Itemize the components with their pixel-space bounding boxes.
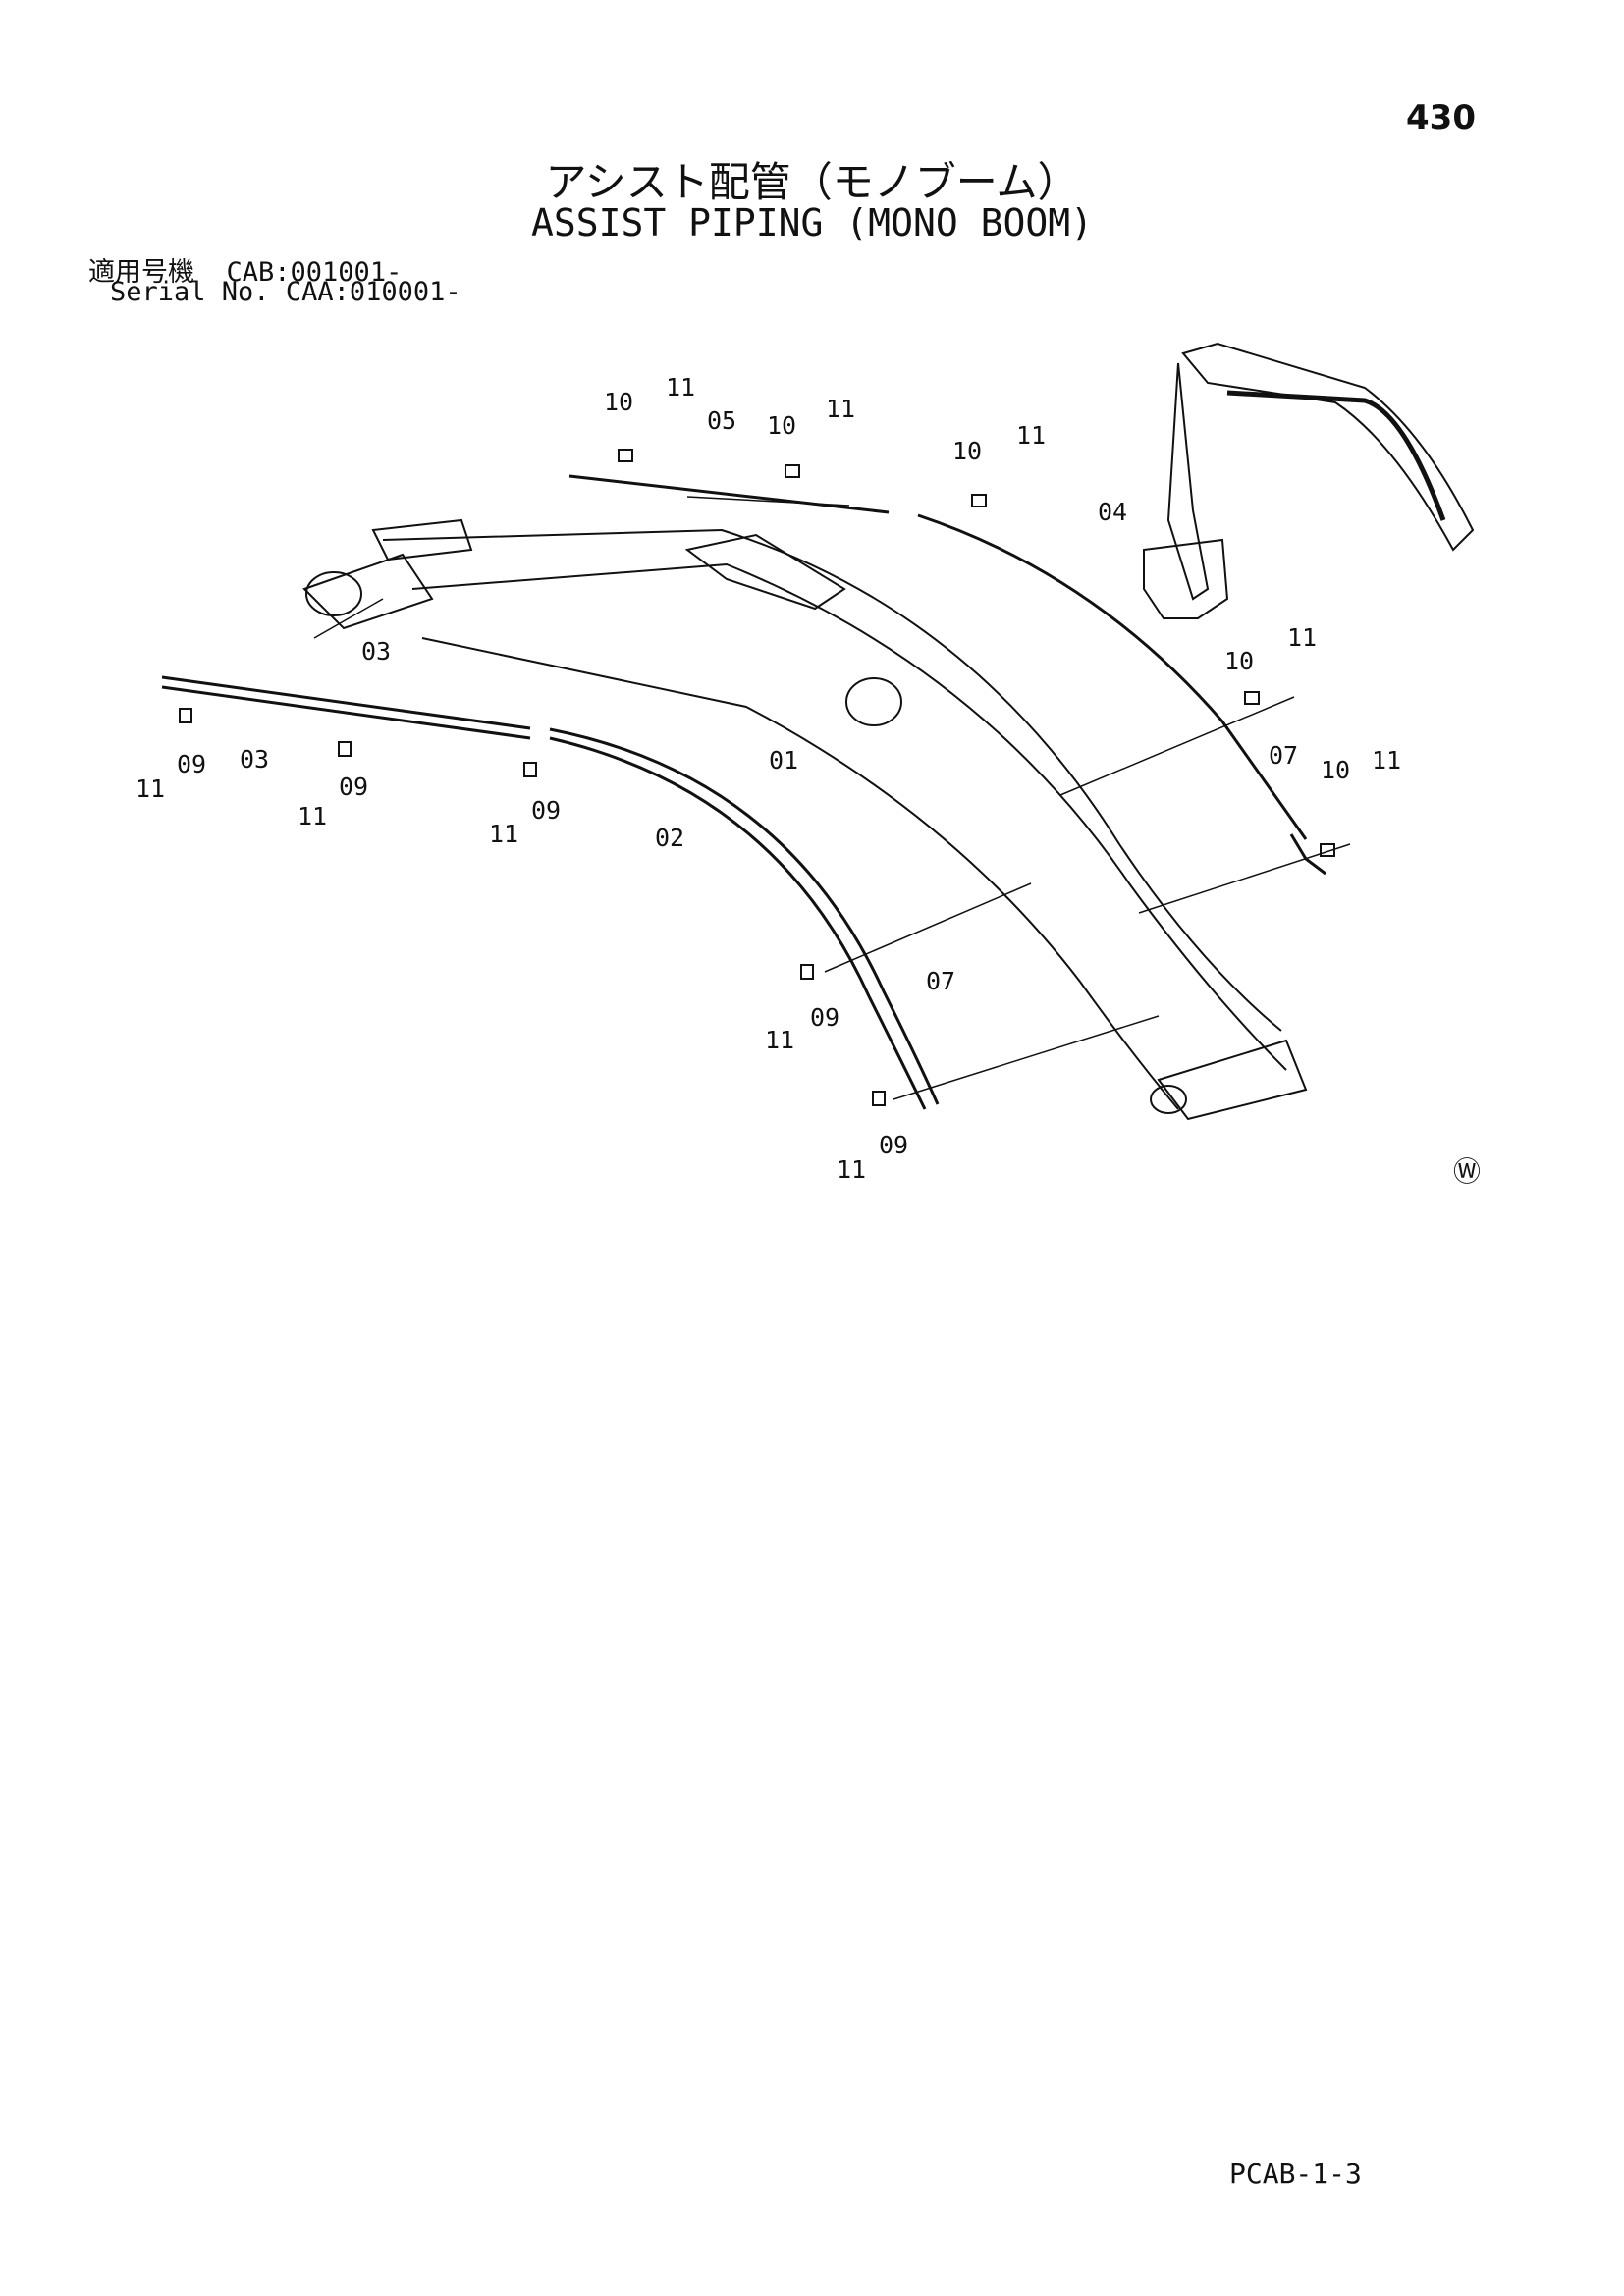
page-title-japanese: アシスト配管（モノブーム） — [545, 158, 1079, 206]
boom-rear-plate — [371, 518, 473, 561]
hose-02 — [549, 736, 927, 1110]
serial-jp-value: CAB:001001- — [226, 257, 403, 288]
boom-side-edge — [411, 562, 1287, 1071]
callout-label: 11 — [1287, 623, 1317, 652]
callout-label: 05 — [707, 406, 736, 435]
clamp — [338, 741, 352, 757]
inset-bucket — [1143, 538, 1229, 619]
callout-label: 11 — [298, 802, 327, 830]
callout-label: 09 — [810, 1003, 839, 1032]
clamp — [785, 464, 800, 478]
boom-body — [302, 518, 1308, 1121]
callout-label: 07 — [926, 967, 955, 995]
hose-01 — [549, 727, 940, 1105]
excavator-inset — [1143, 342, 1475, 619]
clamp — [971, 494, 987, 507]
callout-label: 11 — [666, 373, 695, 401]
callouts: 10 11 05 10 11 10 11 04 03 11 09 03 11 0… — [135, 373, 1401, 1184]
callout-label: 11 — [1016, 421, 1046, 450]
watermark-w-icon: Ⓦ — [1453, 1155, 1481, 1188]
serial-applicable-japanese: 適用号機 CAB:001001- — [88, 250, 402, 289]
callout-label: 03 — [361, 637, 391, 666]
boom-foot-boss — [305, 571, 362, 616]
clamp — [179, 708, 192, 723]
callout-label: 09 — [339, 773, 368, 801]
footer-page-code: PCAB-1-3 — [1229, 2158, 1362, 2190]
boom-cylinder-boss — [845, 677, 902, 726]
boom-foot-bracket — [302, 553, 434, 630]
clamp — [618, 449, 633, 462]
pipes-hoses — [161, 474, 1326, 1110]
callout-label: 11 — [135, 774, 165, 803]
callout-label: 09 — [531, 796, 561, 825]
leader-lines — [313, 496, 1351, 1100]
callout-label: 07 — [1269, 741, 1298, 770]
pipe-03-upper — [161, 675, 531, 730]
boom-top-edge — [382, 528, 1282, 1032]
inset-arm — [1181, 342, 1475, 552]
callout-label: 01 — [769, 746, 798, 774]
hardware — [179, 449, 1335, 1106]
boom-bracket — [684, 533, 846, 611]
boom-end-block — [1157, 1039, 1308, 1121]
callout-label: 11 — [1372, 746, 1401, 774]
callout-label: 09 — [879, 1131, 908, 1159]
callout-label: 02 — [655, 824, 684, 852]
callout-label: 10 — [1321, 756, 1350, 784]
callout-label: 10 — [604, 388, 633, 416]
boom-bottom-edge — [421, 637, 1179, 1110]
serial-applicable-english: Serial No. CAA:010001- — [110, 277, 461, 307]
callout-label: 11 — [765, 1026, 794, 1054]
inset-hose — [1226, 390, 1446, 521]
callout-label: 11 — [489, 820, 518, 848]
callout-label: 10 — [1224, 647, 1254, 675]
page-number: 430 — [1406, 98, 1476, 137]
callout-label: 09 — [177, 750, 206, 778]
inset-boom — [1166, 362, 1210, 601]
callout-label: 11 — [826, 395, 855, 423]
page-title-english: ASSIST PIPING (MONO BOOM) — [531, 201, 1093, 244]
serial-en-label: Serial No. — [110, 277, 270, 307]
pipe-05 — [568, 474, 890, 514]
pipe-03-lower — [161, 685, 531, 740]
callout-label: 10 — [952, 437, 982, 465]
callout-label: 10 — [767, 411, 796, 440]
serial-jp-label: 適用号機 — [88, 257, 194, 288]
callout-label: 03 — [240, 745, 269, 774]
boom-foot-pin — [1150, 1085, 1187, 1114]
callout-label: 11 — [837, 1155, 866, 1184]
clamp — [872, 1091, 886, 1106]
hose-04 — [917, 513, 1308, 840]
callout-label: 04 — [1098, 498, 1127, 526]
serial-en-value: CAA:010001- — [285, 277, 461, 307]
clamp — [800, 964, 814, 980]
clamp — [1244, 691, 1260, 705]
clamp — [523, 762, 537, 777]
